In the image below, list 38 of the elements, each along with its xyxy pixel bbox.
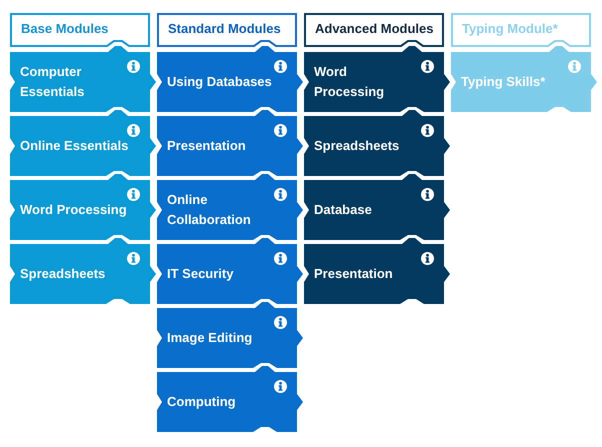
module-tile (157, 46, 303, 112)
column-title: Standard Modules (168, 21, 281, 36)
module-tile (157, 366, 303, 432)
module-tile (304, 46, 450, 112)
column-header (10, 13, 150, 47)
module-name: Word Processing (314, 64, 384, 99)
module-tile (304, 238, 450, 304)
column-header (157, 13, 297, 47)
module-tile (157, 110, 303, 176)
module-name: Typing Skills* (461, 74, 546, 89)
module-name: IT Security (167, 266, 234, 281)
module-tile (157, 302, 303, 368)
module-tile (451, 46, 597, 112)
module-name: Computing (167, 394, 236, 409)
module-tile (304, 174, 450, 240)
module-name: Using Databases (167, 74, 272, 89)
module-tile (10, 46, 156, 112)
module-name: Spreadsheets (314, 138, 400, 153)
column-title: Advanced Modules (315, 21, 434, 36)
module-name: Presentation (314, 266, 393, 281)
module-tile (10, 110, 156, 176)
module-name: Image Editing (167, 330, 252, 345)
module-name: Online Essentials (20, 138, 128, 153)
module-name: Online Collaboration (167, 192, 251, 227)
column-title: Base Modules (21, 21, 108, 36)
column-header (451, 13, 591, 47)
module-tile (304, 110, 450, 176)
module-tile (157, 238, 303, 304)
column-title: Typing Module* (462, 21, 558, 36)
module-name: Database (314, 202, 372, 217)
module-name: Spreadsheets (20, 266, 106, 281)
module-tile (10, 174, 156, 240)
module-name: Computer Essentials (20, 64, 84, 99)
module-tile (157, 174, 303, 240)
module-name: Presentation (167, 138, 246, 153)
column-header (304, 13, 444, 47)
module-name: Word Processing (20, 202, 127, 217)
module-tile (10, 238, 156, 304)
